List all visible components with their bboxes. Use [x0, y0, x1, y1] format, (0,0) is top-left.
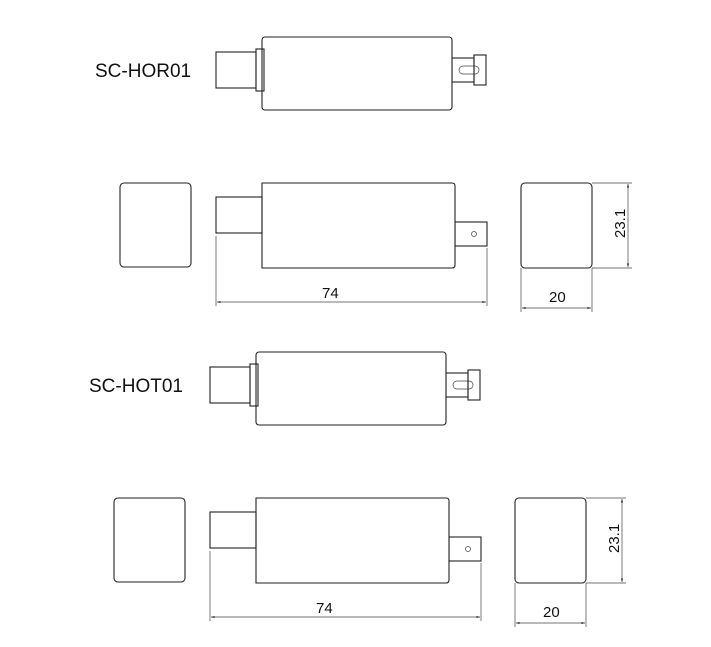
- bnc-connector: [454, 221, 488, 247]
- length-dimension: [215, 236, 488, 306]
- plug-outline: [215, 51, 257, 89]
- end-outline: [520, 182, 593, 269]
- bnc-connector: [451, 57, 475, 83]
- length-dimension-label: 74: [322, 285, 339, 302]
- top-view: [215, 36, 487, 111]
- height-dimension-label: 23.1: [606, 524, 623, 553]
- end-outline: [514, 497, 587, 584]
- bnc-pin: [471, 231, 477, 237]
- bnc-connector-tip: [467, 369, 481, 401]
- body-outline: [261, 36, 453, 111]
- plug-outline: [209, 366, 251, 404]
- product-set-sc-hor01: SC-HOR01 74 20 23.1: [95, 36, 632, 312]
- body-outline: [255, 351, 447, 426]
- bnc-slot: [452, 380, 474, 390]
- length-dimension-label: 74: [316, 600, 333, 617]
- width-dimension-label: 20: [549, 289, 566, 306]
- model-label: SC-HOT01: [89, 376, 183, 397]
- top-view: [209, 351, 481, 426]
- bnc-connector: [448, 536, 482, 562]
- left-end-view: [119, 182, 192, 268]
- plug-outline: [209, 511, 257, 549]
- side-view: [215, 182, 488, 269]
- left-end-view: [113, 497, 186, 583]
- bnc-slot: [458, 65, 480, 75]
- side-view: [209, 497, 482, 584]
- bnc-pin: [465, 546, 471, 552]
- end-outline: [119, 182, 192, 268]
- end-outline: [113, 497, 186, 583]
- height-dimension-label: 23.1: [612, 209, 629, 238]
- bnc-connector: [445, 372, 469, 398]
- right-end-view: [520, 182, 632, 312]
- right-end-view: [514, 497, 626, 627]
- length-dimension: [209, 551, 482, 621]
- bnc-connector-tip: [473, 54, 487, 86]
- body-outline: [255, 497, 450, 584]
- plug-outline: [215, 196, 263, 234]
- width-dimension-label: 20: [543, 604, 560, 621]
- product-set-sc-hot01: SC-HOT01 74 20 23.1: [89, 351, 626, 627]
- model-label: SC-HOR01: [95, 61, 191, 82]
- body-outline: [261, 182, 456, 269]
